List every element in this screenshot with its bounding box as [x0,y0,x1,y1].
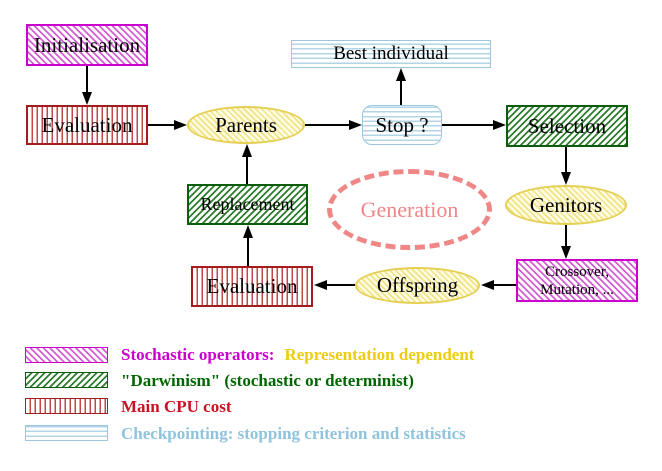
node-genitors-label: Genitors [529,192,603,217]
legend-swatch-cpu [25,398,108,414]
node-stop-label: Stop ? [375,112,429,137]
node-evaluation-top: Evaluation [26,105,148,145]
legend-swatch-darwinism [25,372,108,388]
node-initialisation: Initialisation [26,24,148,66]
node-mutation-label: Mutation, ... [540,281,614,298]
node-initialisation-label: Initialisation [33,32,141,57]
legend-cpu-label: Main CPU cost [121,397,232,416]
node-offspring-label: Offspring [376,273,459,297]
node-best-individual: Best individual [291,40,491,68]
generation-label: Generation [360,196,459,222]
legend-representation-label: Representation dependent [284,345,475,364]
node-replacement: Replacement [187,184,308,225]
legend-swatch-stochastic [25,347,108,363]
legend-stochastic-label: Stochastic operators: [121,345,275,364]
node-best-individual-label: Best individual [333,43,449,64]
legend-darwinism-label: "Darwinism" (stochastic or determinist) [121,371,414,390]
legend-row-stochastic: Stochastic operators: Representation depe… [121,345,474,365]
node-parents-label: Parents [215,112,277,137]
legend-swatch-checkpointing [25,425,108,441]
node-crossover-label: Crossover, [545,263,609,280]
node-selection: Selection [506,105,628,147]
node-replacement-label: Replacement [200,194,295,214]
legend-row-checkpointing: Checkpointing: stopping criterion and st… [121,424,466,444]
node-evaluation-bottom-label: Evaluation [206,274,298,298]
node-genitors: Genitors [505,185,627,225]
node-evaluation-top-label: Evaluation [41,112,133,137]
node-stop: Stop ? [362,105,442,145]
node-evaluation-bottom: Evaluation [191,266,313,307]
node-parents: Parents [187,106,305,144]
node-offspring: Offspring [355,267,480,304]
node-crossover-mutation: Crossover, Mutation, ... [516,259,638,302]
generation-loop-ellipse: Generation [327,169,492,250]
legend-row-darwinism: "Darwinism" (stochastic or determinist) [121,371,414,391]
node-selection-label: Selection [527,113,607,138]
legend-checkpointing-label: Checkpointing: stopping criterion and st… [121,424,466,443]
legend-row-cpu: Main CPU cost [121,397,231,417]
